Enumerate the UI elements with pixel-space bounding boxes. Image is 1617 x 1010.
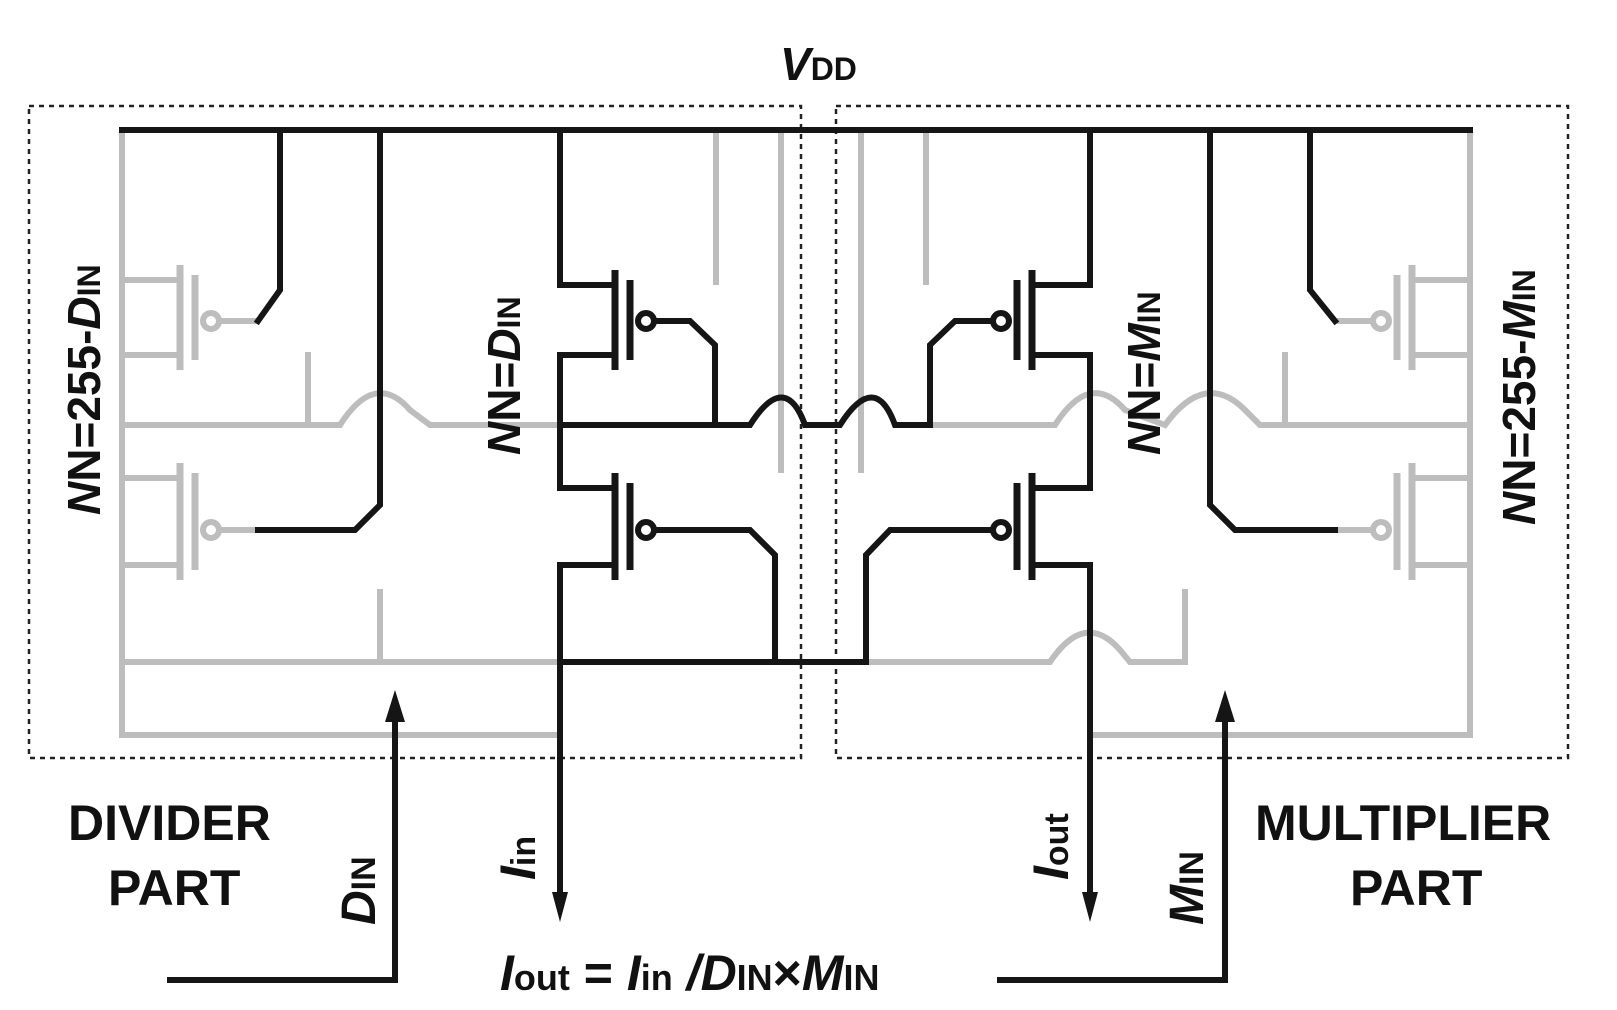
input-current-label: Iin [490,836,546,880]
right-array-count-label: NN=255-MIN [1493,269,1545,525]
divider-part-box [27,104,803,760]
signal-arrows [167,659,1235,983]
input-current-arrowhead [552,892,568,922]
transfer-equation: Iout = Iin /DIN×MIN [500,945,880,1001]
multiplier-part-label-line1: MULTIPLIER [1255,795,1551,851]
output-current-arrowhead [1082,892,1098,922]
right-mirror-count-label: NN=MIN [1118,291,1170,455]
multiplier-input-line [997,717,1228,983]
left-mirror-count-label: NN=DIN [478,296,530,455]
output-current-label: Iout [1023,813,1079,880]
divider-input-label: DIN [333,856,386,925]
active-current-mirror-wiring [119,127,1473,738]
multiplier-part-box [834,104,1570,760]
multiplier-part-label-line2: PART [1350,860,1482,916]
left-array-count-label: NN=255-DIN [58,264,110,515]
vdd-label: VDD [780,38,857,90]
divider-input-arrowhead [385,690,405,722]
divider-part-label-line1: DIVIDER [68,795,271,851]
divider-part-label-line2: PART [108,860,240,916]
multiplier-input-arrowhead [1215,690,1235,722]
divider-input-line [167,717,398,983]
inactive-transistor-array-wiring [119,127,1473,738]
multiplier-input-label: MIN [1161,851,1214,925]
